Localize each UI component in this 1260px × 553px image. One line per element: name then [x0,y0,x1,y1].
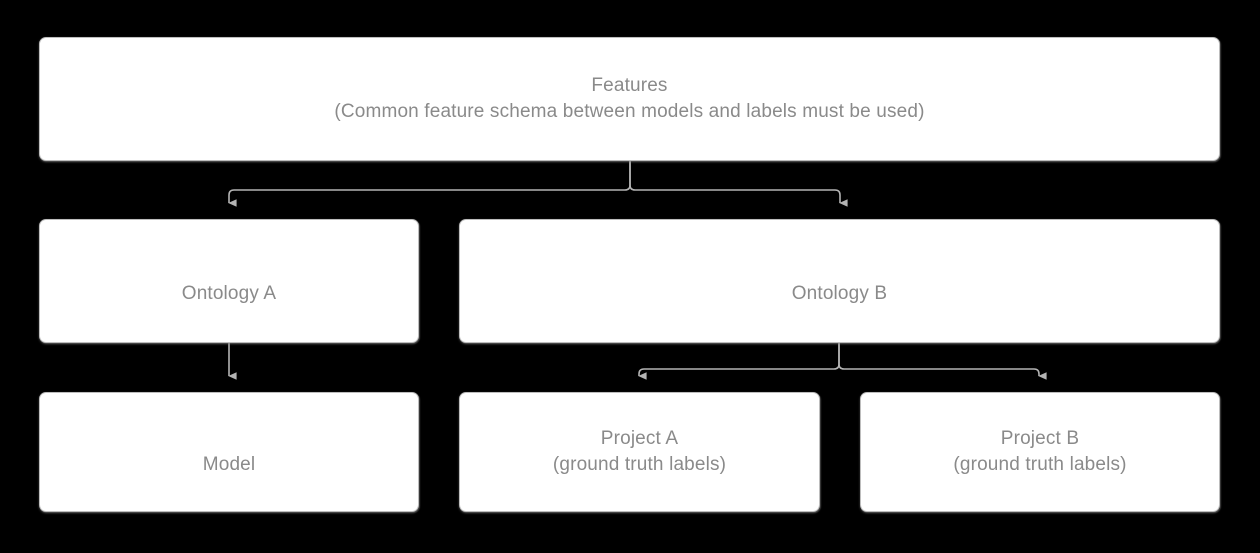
node-ontology-b-label: Ontology B [792,255,888,307]
node-project-a-subtitle: (ground truth labels) [552,454,727,475]
node-ontology-b[interactable]: Ontology B [459,219,1220,343]
node-project-b-label: Project B (ground truth labels) [953,400,1126,504]
node-project-a-label: Project A (ground truth labels) [553,400,726,504]
edge-ontology-b-to-project-b [838,343,1047,380]
node-features-title: Features [591,75,668,96]
node-model-label: Model [203,426,256,478]
node-features-label: Features (Common feature schema between … [334,47,924,151]
edge-features-to-ontology-a [228,161,631,207]
node-project-b-title: Project B [1000,428,1080,449]
node-project-a[interactable]: Project A (ground truth labels) [459,392,820,512]
node-project-a-title: Project A [600,428,679,449]
edge-ontology-b-to-project-a [638,343,840,380]
node-project-b[interactable]: Project B (ground truth labels) [860,392,1220,512]
node-ontology-a-label: Ontology A [182,255,276,307]
node-model[interactable]: Model [39,392,419,512]
node-features-subtitle: (Common feature schema between models an… [334,101,925,122]
node-project-b-subtitle: (ground truth labels) [953,454,1127,475]
node-ontology-a-title: Ontology A [181,283,277,304]
node-ontology-b-title: Ontology B [791,283,888,304]
node-model-title: Model [202,454,256,475]
node-ontology-a[interactable]: Ontology A [39,219,419,343]
node-features[interactable]: Features (Common feature schema between … [39,37,1220,161]
edge-features-to-ontology-b [629,161,848,207]
